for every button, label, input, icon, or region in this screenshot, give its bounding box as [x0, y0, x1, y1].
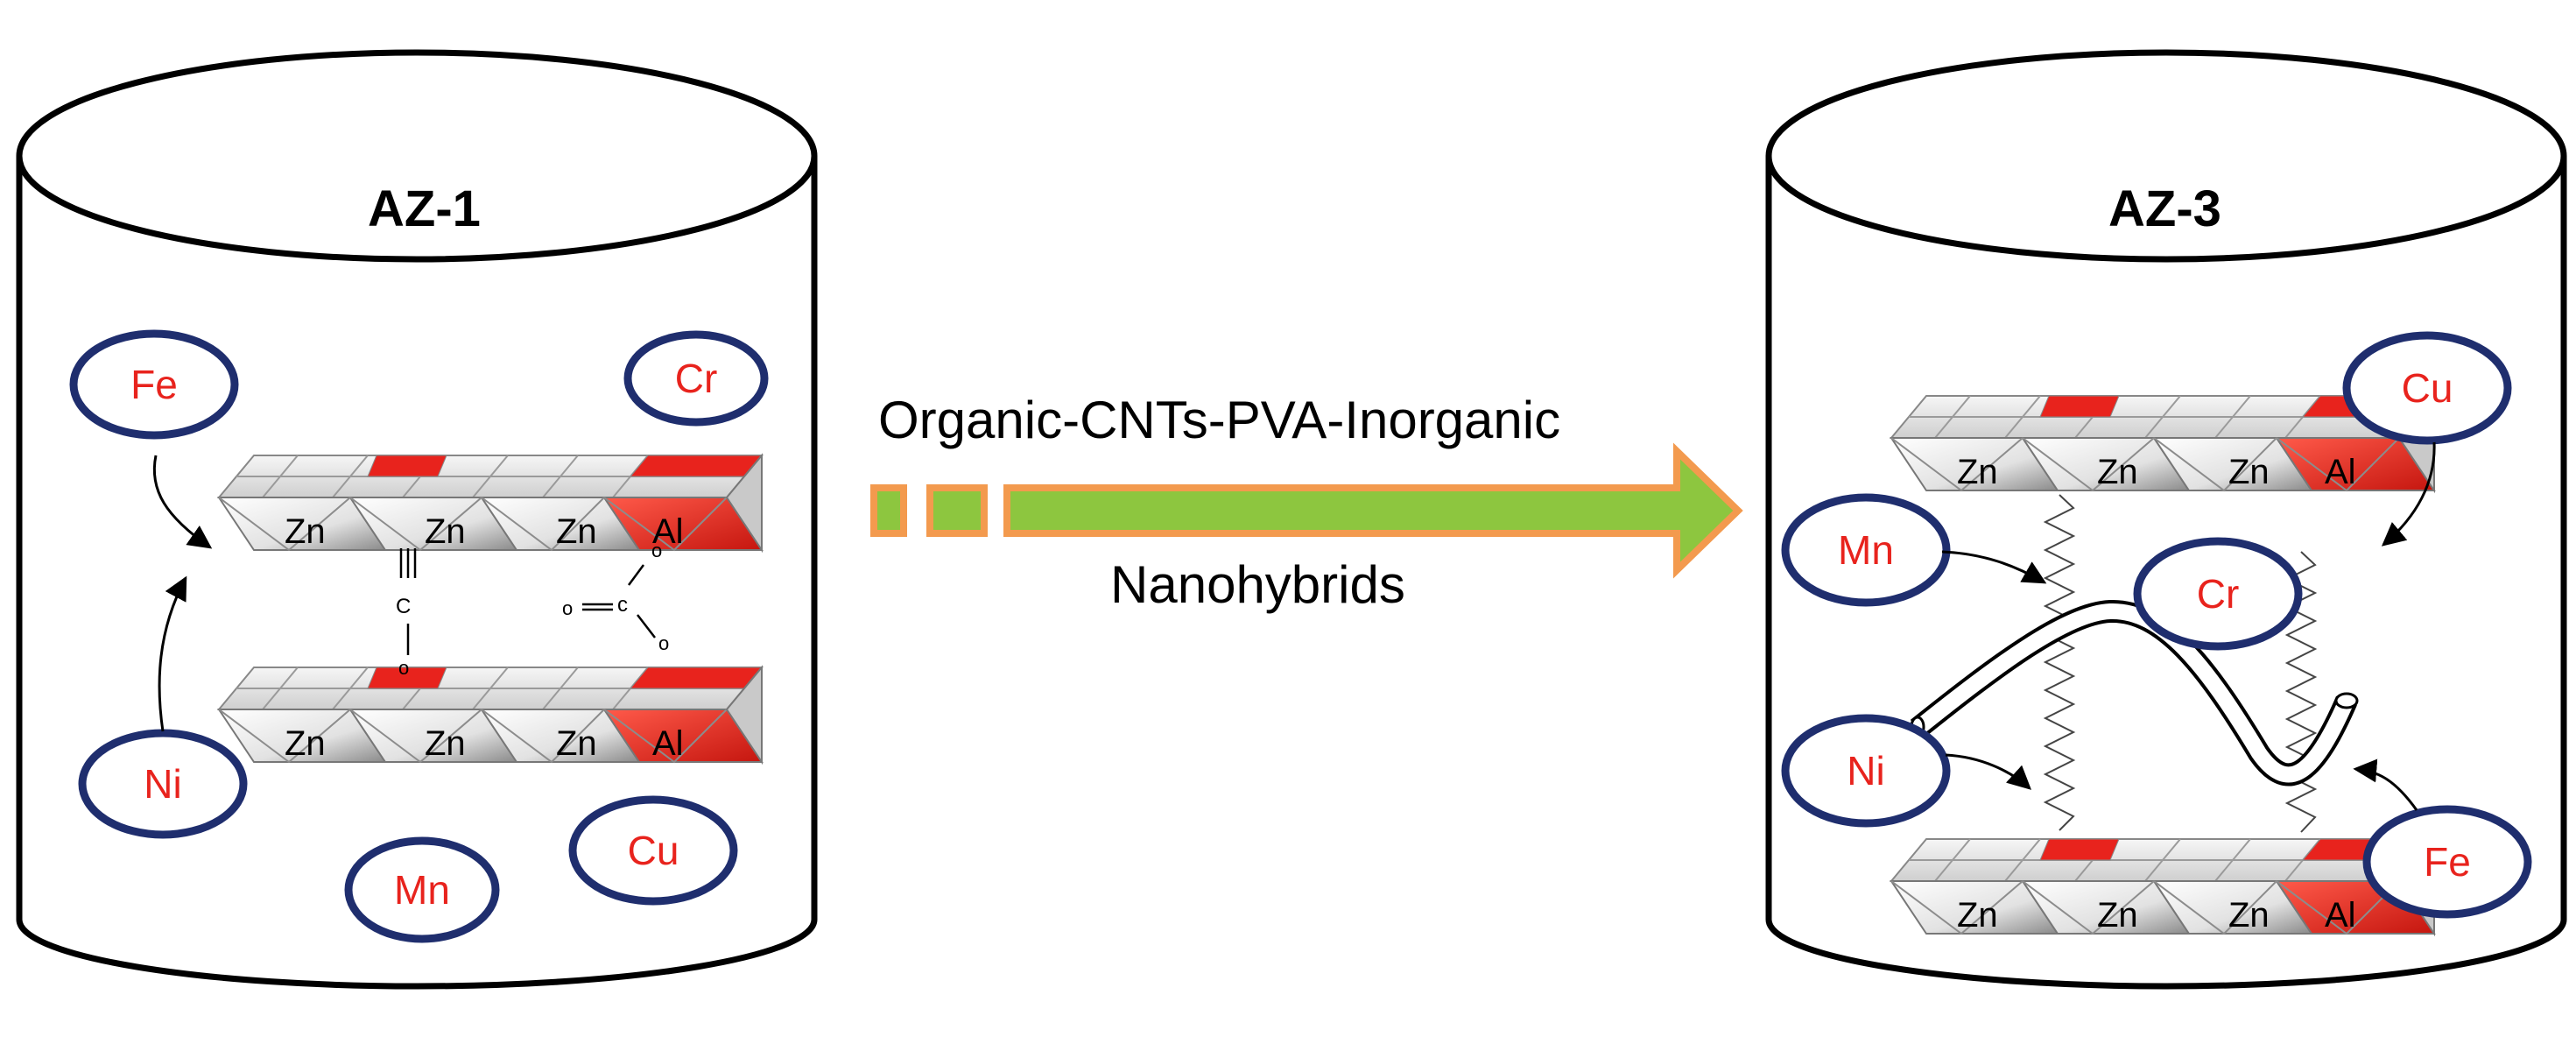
layer-metal-label: Al	[2325, 896, 2356, 935]
arrow-icon	[1941, 550, 2047, 584]
svg-text:Ni: Ni	[1847, 748, 1884, 794]
svg-text:o: o	[398, 657, 409, 679]
svg-text:Cu: Cu	[2402, 365, 2453, 411]
ion-cu: Cu	[568, 795, 738, 906]
ion-fe: Fe	[2362, 805, 2532, 919]
left-cylinder-lid	[16, 49, 818, 263]
left-interlayer-anions: C o o c o o	[396, 540, 669, 679]
ion-cr: Cr	[2133, 537, 2303, 651]
arrow-dash	[926, 484, 988, 537]
right-vessel-title: AZ-3	[2108, 180, 2221, 237]
arrow-icon	[152, 455, 213, 549]
svg-text:o: o	[562, 597, 573, 619]
ion-mn: Mn	[1781, 493, 1951, 607]
layer-metal-label: Zn	[425, 724, 466, 763]
left-vessel: AZ-1 Zn Zn Zn Al Zn Zn Zn Al C o o c o	[16, 49, 818, 990]
layer-metal-label: Al	[2325, 453, 2356, 491]
layer-metal-label: Zn	[285, 724, 326, 763]
layer-metal-label: Zn	[2228, 453, 2270, 491]
layer-metal-label: Zn	[425, 512, 466, 551]
right-vessel: AZ-3 Zn Zn Zn Al Zn Zn Zn Al	[1765, 49, 2567, 990]
ion-ni: Ni	[78, 729, 248, 839]
svg-text:Cr: Cr	[675, 356, 718, 401]
svg-text:o: o	[651, 540, 662, 561]
arrow-icon	[2353, 758, 2418, 811]
layer-metal-label: Zn	[2097, 453, 2138, 491]
arrow-body	[1003, 442, 1743, 579]
ion-mn: Mn	[344, 836, 500, 943]
layer-metal-label: Zn	[556, 724, 597, 763]
svg-text:Fe: Fe	[2424, 839, 2471, 885]
process-label-top: Organic-CNTs-PVA-Inorganic	[878, 391, 1560, 449]
arrow-icon	[2381, 441, 2436, 547]
right-ldh-layer-top: Zn Zn Zn Al	[1890, 395, 2435, 491]
svg-text:Mn: Mn	[1838, 527, 1894, 573]
layer-metal-label: Zn	[556, 512, 597, 551]
process-label-bottom: Nanohybrids	[1110, 555, 1405, 614]
right-cylinder-lid	[1765, 49, 2567, 263]
left-ldh-layer-top: Zn Zn Zn Al	[218, 455, 763, 551]
ion-ni: Ni	[1781, 714, 1951, 828]
layer-metal-label: Zn	[1957, 896, 1998, 935]
svg-text:Mn: Mn	[394, 867, 450, 913]
layer-metal-label: Zn	[2097, 896, 2138, 935]
process-arrow: Organic-CNTs-PVA-Inorganic Nanohybrids	[870, 391, 1743, 614]
ion-cu: Cu	[2342, 331, 2512, 445]
left-vessel-title: AZ-1	[368, 180, 481, 237]
layer-metal-label: Al	[652, 724, 684, 763]
layer-metal-label: Zn	[2228, 896, 2270, 935]
svg-text:o: o	[658, 632, 669, 654]
arrow-icon	[1945, 753, 2031, 790]
svg-text:Cu: Cu	[628, 828, 679, 873]
svg-text:c: c	[617, 593, 628, 617]
svg-text:Ni: Ni	[144, 761, 181, 807]
svg-text:C: C	[396, 595, 411, 618]
left-ldh-layer-bottom: Zn Zn Zn Al	[218, 667, 763, 763]
arrow-icon	[158, 575, 187, 732]
pva-chain-left	[2043, 494, 2076, 831]
ion-cr: Cr	[623, 330, 769, 427]
pva-chain-right	[2284, 551, 2318, 833]
svg-text:Cr: Cr	[2197, 571, 2240, 617]
right-ldh-layer-bottom: Zn Zn Zn Al	[1890, 838, 2435, 935]
layer-metal-label: Zn	[285, 512, 326, 551]
svg-text:Fe: Fe	[130, 362, 178, 407]
ion-fe: Fe	[69, 329, 239, 440]
layer-metal-label: Al	[652, 512, 684, 551]
arrow-dash	[870, 484, 907, 537]
layer-metal-label: Zn	[1957, 453, 1998, 491]
